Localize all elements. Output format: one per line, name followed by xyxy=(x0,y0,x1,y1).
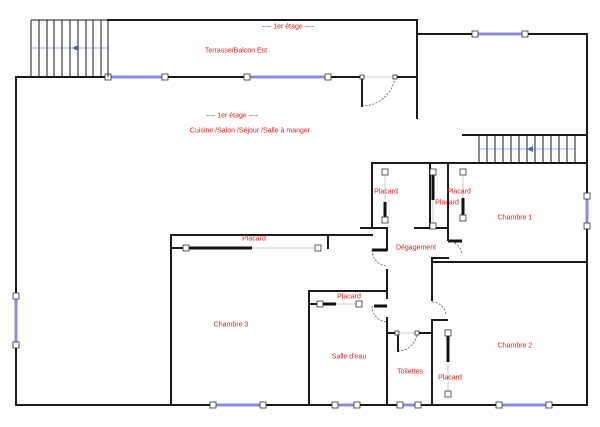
opening-handles xyxy=(12,30,591,409)
stairs-main xyxy=(478,135,576,163)
room-label-salle-eau: Salle d'eau xyxy=(331,353,367,361)
room-label-placard-2: Placard xyxy=(447,188,471,196)
room-label-placard-chambre2: Placard xyxy=(438,374,462,382)
room-label-main: Cuisine /Salon /Séjour /Salle à manger xyxy=(189,127,311,135)
room-label-toilettes: Toilettes xyxy=(397,368,423,376)
room-label-placard-1: Placard xyxy=(374,188,398,196)
level-label-terrace: ---- 1er étage ---- xyxy=(261,23,315,31)
room-label-placard-salle-eau: Placard xyxy=(337,293,361,301)
walls xyxy=(15,19,588,406)
room-label-chambre-2: Chambre 2 xyxy=(497,342,533,350)
stair-arrow-icon xyxy=(72,45,78,51)
room-label-degagement: Dégagement xyxy=(395,244,437,252)
stair-arrow-icon xyxy=(527,146,533,152)
room-label-chambre-1: Chambre 1 xyxy=(497,214,533,222)
closet-doors xyxy=(186,172,465,362)
room-label-placard-3: Placard xyxy=(435,199,459,207)
stairs-terrace xyxy=(30,19,109,77)
room-label-terrace: Terrasse/Balcon Est xyxy=(204,47,268,55)
level-label-main: ---- 1er étage ---- xyxy=(205,112,259,120)
room-label-chambre-3: Chambre 3 xyxy=(213,321,249,329)
room-label-placard-chambre3: Placard xyxy=(242,235,266,243)
